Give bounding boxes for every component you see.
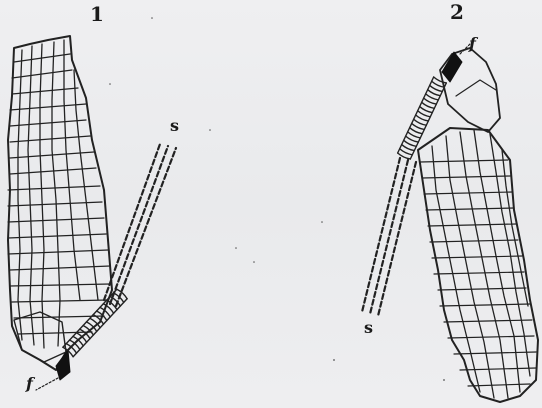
figure-1-tissue-outline [8, 36, 112, 370]
figure-2-label-s: s [364, 320, 373, 336]
figure-1-label-f: f [26, 376, 33, 392]
figure-1-label-s: s [170, 118, 179, 134]
figure-2-dark-tip [442, 52, 462, 82]
figure-1-dark-tip [56, 350, 70, 380]
figure-1-number: 1 [90, 4, 104, 24]
figure-2-dashed-filaments [362, 158, 416, 316]
paper-specks [109, 17, 445, 381]
figure-2-label-f: f [469, 36, 476, 52]
figure-2-cell-crosswalls [420, 160, 536, 386]
figure-2-cell-columns [432, 130, 530, 398]
figure-2-number: 2 [450, 2, 464, 22]
figure-1-cell-crosswalls [8, 54, 110, 334]
figure-1-drawing [8, 36, 176, 390]
figure-1-pointer-f [36, 378, 58, 390]
figure-2-drawing [362, 40, 538, 402]
figure-1-dashed-filaments [104, 144, 176, 306]
